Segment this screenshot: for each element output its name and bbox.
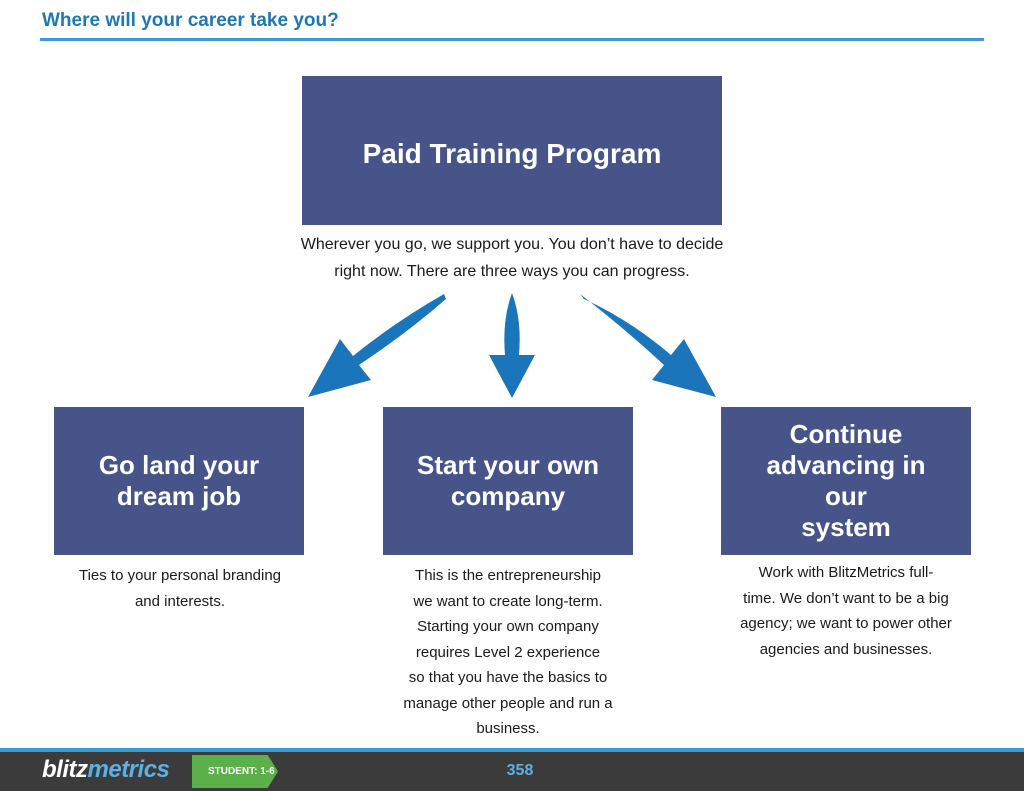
blitzmetrics-logo: blitzmetrics: [42, 756, 170, 784]
description-line: agency; we want to power other: [740, 615, 952, 632]
dream-job-description: Ties to your personal branding and inter…: [54, 563, 306, 614]
description-line: This is the entrepreneurship: [415, 567, 601, 584]
start-your-own-company-box: Start your own company: [383, 407, 633, 555]
top-description-line: Wherever you go, we support you. You don…: [300, 236, 724, 253]
arrow-down-right-icon: [580, 294, 716, 397]
description-line: Work with BlitzMetrics full-: [758, 564, 934, 581]
page-number: 358: [506, 762, 534, 779]
description-line: Ties to your personal branding: [78, 567, 282, 584]
arrow-down-left-icon: [308, 294, 446, 397]
option-label-line: Continue: [789, 419, 903, 449]
student-badge: STUDENT: 1-6: [192, 755, 278, 788]
continue-advancing-description: Work with BlitzMetrics full- time. We do…: [715, 560, 977, 662]
description-line: and interests.: [134, 592, 226, 610]
arrow-down-icon: [489, 293, 535, 398]
footer-rule: [0, 748, 1024, 752]
top-description-line: right now. There are three ways you can …: [334, 263, 690, 280]
description-line: manage other people and run a: [403, 694, 613, 712]
description-line: Starting your own company: [417, 618, 599, 635]
continue-advancing-box: Continue advancing in our system: [721, 407, 971, 555]
logo-blitz: blitz: [42, 756, 88, 783]
option-label-line: dream job: [116, 481, 242, 511]
description-line: business.: [476, 720, 540, 737]
description-line: so that you have the basics to: [408, 669, 608, 686]
go-land-your-dream-job-box: Go land your dream job: [54, 407, 304, 555]
own-company-description: This is the entrepreneurship we want to …: [383, 563, 633, 742]
page-title: Where will your career take you?: [42, 10, 339, 31]
top-description: Wherever you go, we support you. You don…: [270, 231, 754, 285]
paid-training-program-box: Paid Training Program: [302, 76, 722, 225]
paid-training-program-label: Paid Training Program: [362, 137, 662, 169]
description-line: agencies and businesses.: [759, 640, 933, 658]
option-label-line: company: [450, 481, 566, 511]
footer-bar: [0, 752, 1024, 791]
option-label-line: system: [801, 512, 891, 542]
title-underline: [40, 38, 984, 41]
option-label-line: advancing in our: [766, 450, 926, 511]
description-line: requires Level 2 experience: [415, 643, 601, 661]
option-label-line: Go land your: [98, 450, 260, 480]
description-line: we want to create long-term.: [413, 592, 603, 610]
description-line: time. We don’t want to be a big: [743, 589, 949, 607]
option-label-line: Start your own: [416, 450, 599, 480]
logo-metrics: metrics: [87, 756, 170, 783]
